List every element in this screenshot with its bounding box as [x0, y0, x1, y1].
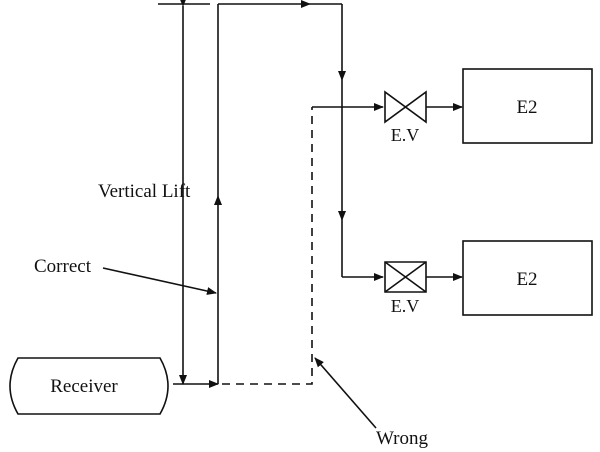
expansion-valve-bottom-cross — [384, 261, 427, 293]
wrong-pipe-dashed — [222, 107, 313, 385]
evaporator-bottom-label: E2 — [516, 269, 537, 290]
evaporator-box-top — [462, 68, 593, 144]
receiver-label: Receiver — [50, 376, 118, 397]
vertical-lift-label: Vertical Lift — [98, 181, 191, 202]
evaporator-box-bottom — [462, 240, 593, 316]
evaporator-top-label: E2 — [516, 97, 537, 118]
wrong-label: Wrong — [376, 428, 428, 449]
correct-leader-line — [102, 267, 217, 295]
expansion-valve-top — [384, 90, 427, 124]
correct-label: Correct — [34, 256, 92, 277]
ev-bottom-label: E.V — [391, 296, 420, 316]
receiver-tank — [9, 357, 169, 415]
ev-top-label: E.V — [391, 125, 420, 145]
wrong-leader-line — [314, 357, 377, 429]
